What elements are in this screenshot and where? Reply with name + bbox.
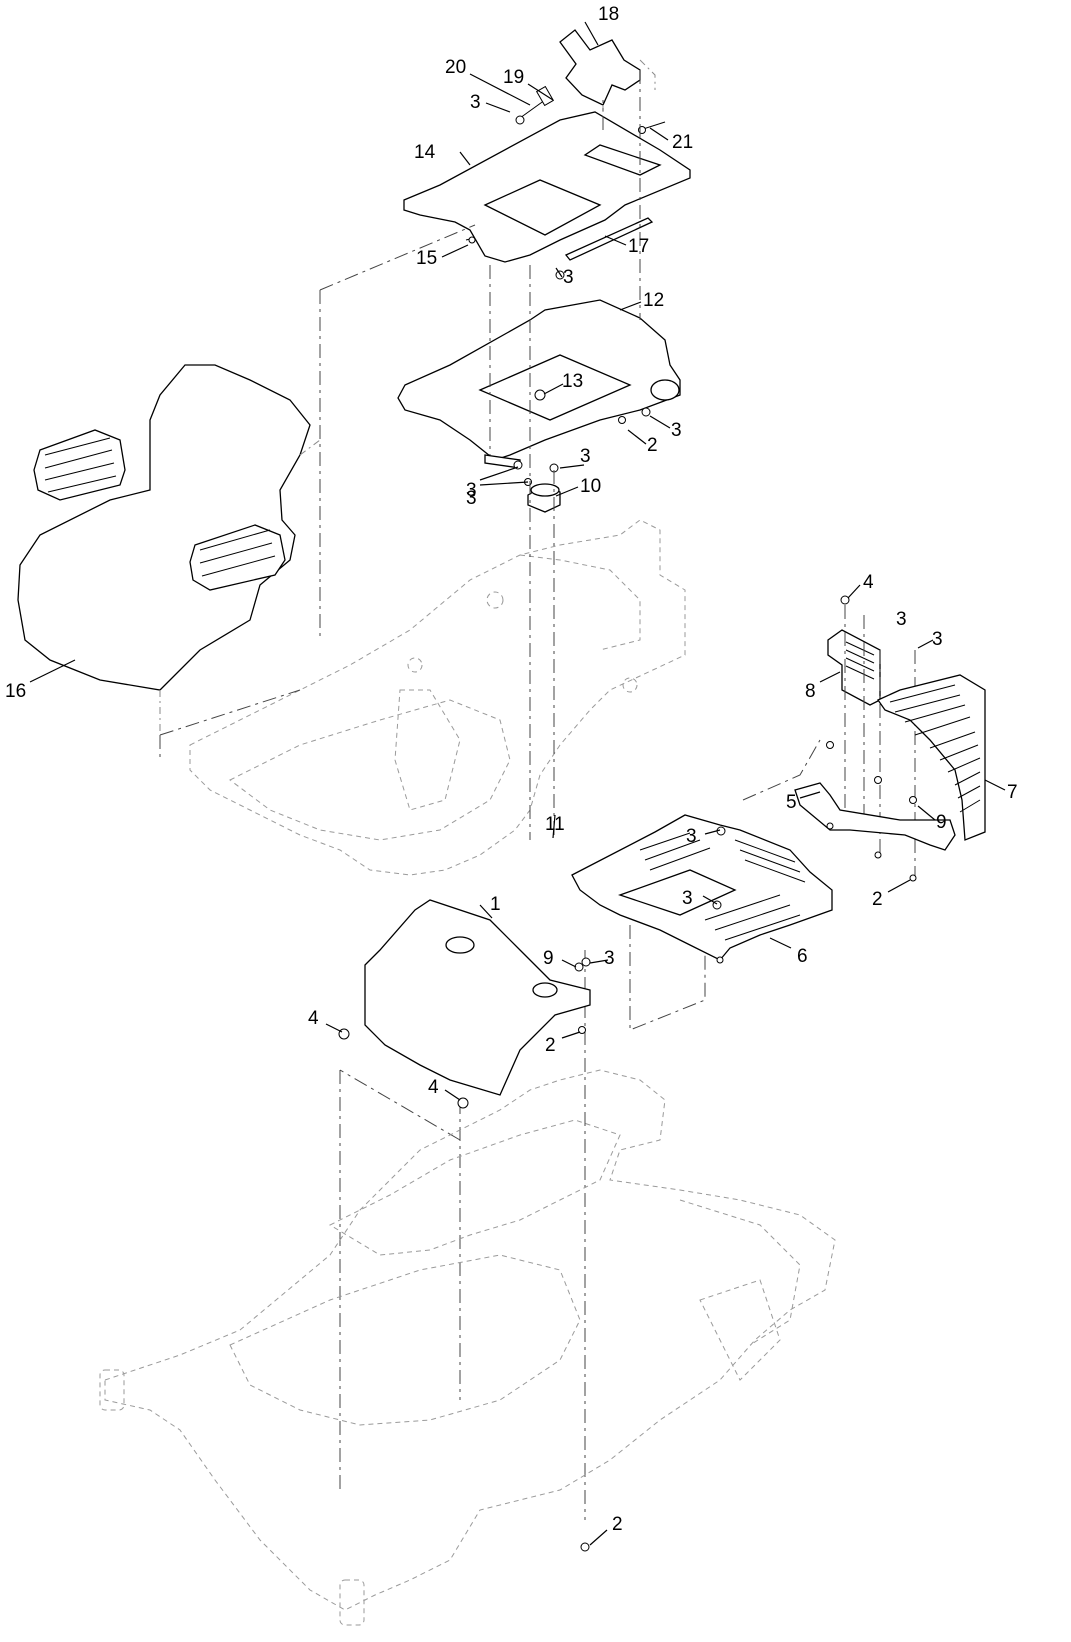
part-17-rod: [465, 217, 654, 280]
callout-10: 10: [580, 476, 601, 497]
callout-18: 18: [598, 4, 619, 25]
callout-3: 3: [671, 420, 682, 441]
part-5-support-bar: [794, 741, 956, 882]
part-12-base-plate: [397, 299, 681, 469]
lower-chassis-phantom: [99, 1069, 836, 1626]
callout-9: 9: [936, 812, 947, 833]
callout-13: 13: [562, 371, 583, 392]
callout-11: 11: [545, 814, 565, 835]
upper-chassis-phantom: [189, 519, 686, 876]
callout-3: 3: [686, 826, 697, 847]
callout-7: 7: [1007, 782, 1018, 803]
callout-3: 3: [682, 888, 693, 909]
callout-3: 3: [470, 92, 481, 113]
callout-5: 5: [786, 792, 797, 813]
callout-2: 2: [612, 1514, 623, 1535]
callout-3: 3: [466, 488, 477, 509]
callout-4: 4: [308, 1008, 319, 1029]
callout-12: 12: [643, 290, 664, 311]
callout-3: 3: [580, 446, 591, 467]
callout-1: 1: [490, 894, 501, 915]
part-1-console-plate: [338, 899, 591, 1109]
part-14-seat-frame: [403, 85, 691, 263]
callout-3: 3: [604, 948, 615, 969]
callout-15: 15: [416, 248, 437, 269]
callout-2: 2: [545, 1035, 556, 1056]
part-16-seat: [17, 364, 321, 735]
callout-3: 3: [563, 267, 574, 288]
part-10-suspension-mount: [513, 460, 561, 513]
callout-19: 19: [503, 67, 524, 88]
callout-20: 20: [445, 57, 466, 78]
callout-2: 2: [872, 889, 883, 910]
callout-21: 21: [672, 132, 693, 153]
leader-lines: [29, 21, 1006, 1552]
callout-16: 16: [5, 681, 26, 702]
callout-4: 4: [863, 572, 874, 593]
callout-14: 14: [414, 142, 436, 163]
assembly-centerlines: [159, 70, 821, 1520]
callout-labels: 18 20 19 3 21 14 15 17 3 12 13 3 2 3 3 3…: [5, 4, 1018, 1535]
callout-9: 9: [543, 948, 554, 969]
callout-3: 3: [932, 629, 943, 650]
callout-4: 4: [428, 1077, 439, 1098]
part-8-left-bracket: [827, 595, 916, 880]
callout-2: 2: [647, 435, 658, 456]
callout-3: 3: [466, 480, 477, 501]
callout-3: 3: [896, 609, 907, 630]
part-6-floor-plate: [571, 814, 833, 964]
callout-17: 17: [628, 236, 649, 257]
callout-8: 8: [805, 681, 816, 702]
callout-6: 6: [797, 946, 808, 967]
part-7-right-panel: [877, 674, 986, 841]
